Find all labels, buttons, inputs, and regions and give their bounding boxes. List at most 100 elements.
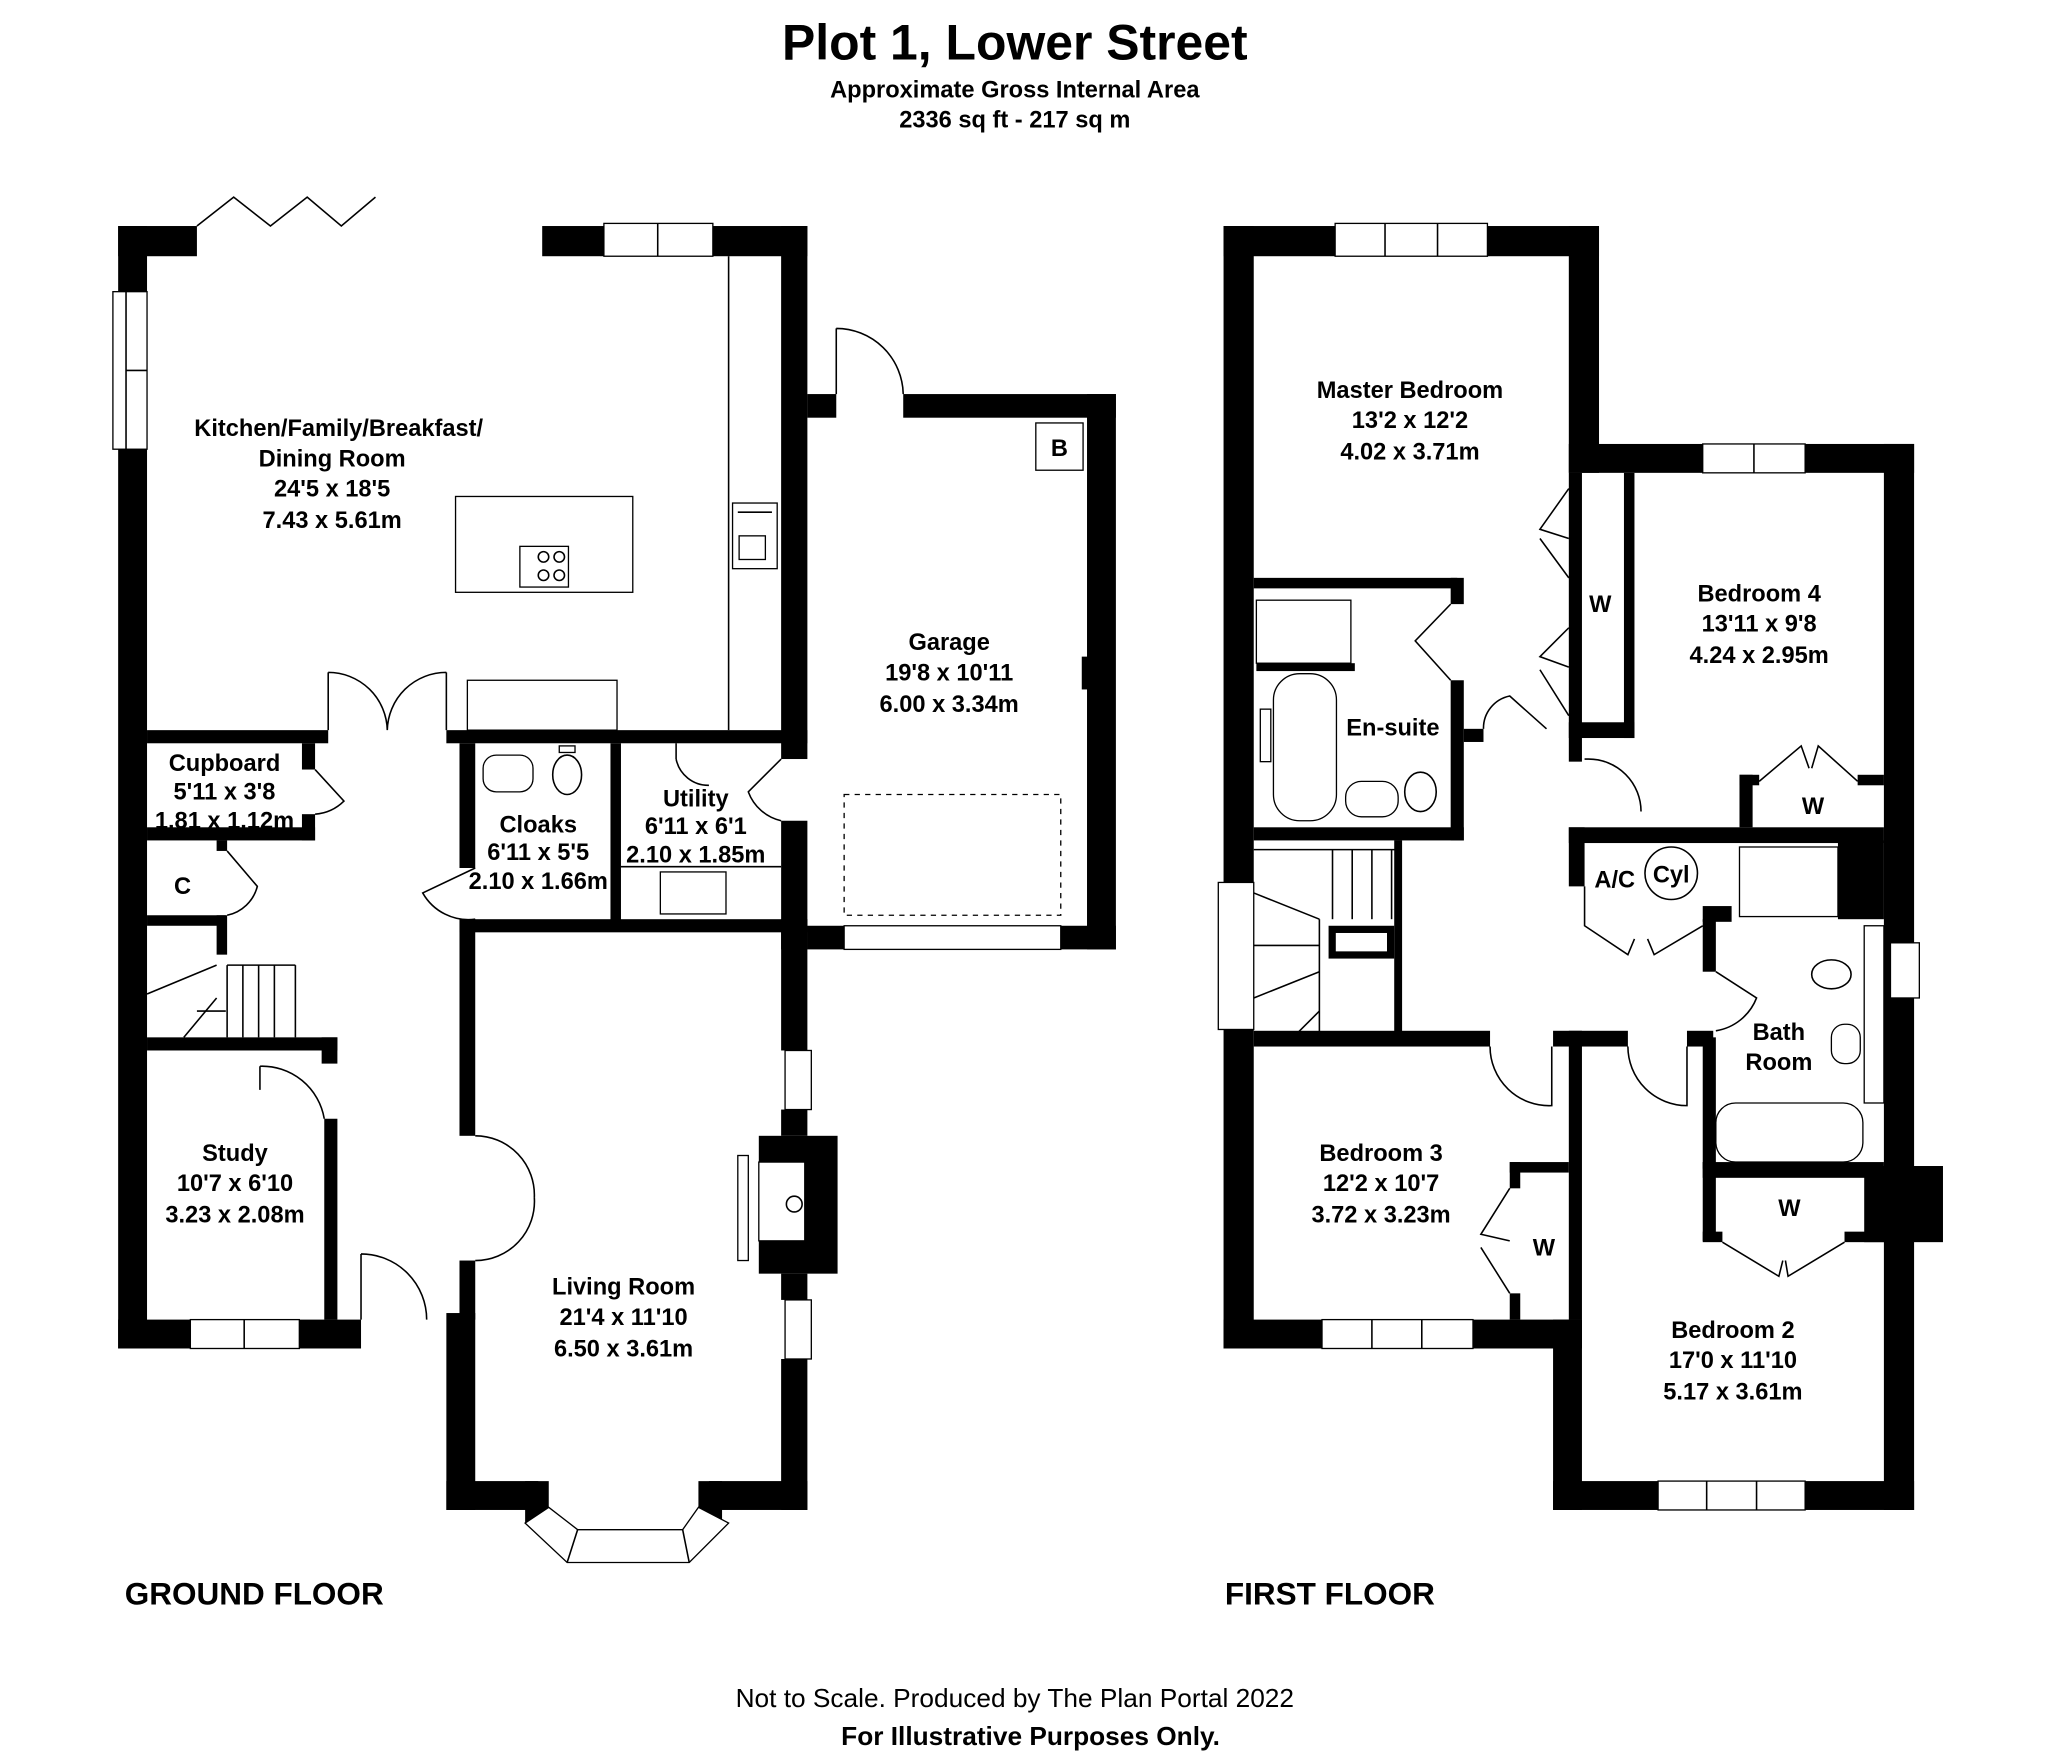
- ground-floor-label: GROUND FLOOR: [125, 1575, 384, 1611]
- bedroom2-door: [1627, 1046, 1688, 1107]
- bedroom4-imperial: 13'11 x 9'8: [1702, 612, 1817, 638]
- toilet: [1810, 959, 1852, 990]
- staircase: [146, 964, 297, 1038]
- kitchen-imperial: 24'5 x 18'5: [274, 476, 390, 502]
- garage-metric: 6.00 x 3.34m: [880, 692, 1019, 718]
- study-metric: 3.23 x 2.08m: [165, 1202, 304, 1228]
- bedroom2-metric: 5.17 x 3.61m: [1663, 1380, 1802, 1406]
- area-value: 2336 sq ft - 217 sq m: [899, 108, 1130, 134]
- living-metric: 6.50 x 3.61m: [554, 1336, 693, 1362]
- utility-sink: [659, 871, 727, 915]
- basin: [1830, 1023, 1861, 1065]
- window: [1657, 1480, 1806, 1511]
- first-floor-label: FIRST FLOOR: [1225, 1575, 1435, 1611]
- ensuite-door: [1414, 603, 1548, 730]
- bedroom4-door: [1584, 758, 1642, 812]
- living-imperial: 21'4 x 11'10: [559, 1305, 687, 1331]
- boiler: [1035, 422, 1084, 471]
- footer-disclaimer: For Illustrative Purposes Only.: [841, 1721, 1220, 1751]
- living-double-door: [475, 1135, 536, 1262]
- wardrobe-doors: [1722, 1241, 1845, 1278]
- bathroom-name-2: Room: [1745, 1050, 1812, 1076]
- bedroom3-imperial: 12'2 x 10'7: [1323, 1171, 1439, 1197]
- car-outline: [843, 793, 1062, 916]
- study-name: Study: [202, 1141, 268, 1167]
- utility-imperial: 6'11 x 6'1: [645, 814, 747, 840]
- airing-cupboard-doors: [1583, 886, 1704, 956]
- footer-note: Not to Scale. Produced by The Plan Porta…: [736, 1683, 1294, 1713]
- front-door: [360, 1253, 428, 1320]
- cylinder-icon: [1644, 846, 1699, 901]
- basin: [482, 754, 534, 793]
- bedroom4-name: Bedroom 4: [1697, 581, 1821, 607]
- wardrobe-label: W: [1802, 794, 1825, 820]
- kitchen-metric: 7.43 x 5.61m: [263, 508, 402, 534]
- door: [747, 758, 782, 822]
- garage-name: Garage: [908, 630, 989, 656]
- ground-floor-plan: B: [112, 196, 1116, 1611]
- cupboard-metric: 1.81 x 1.12m: [155, 809, 294, 835]
- bifold-door: [196, 196, 376, 228]
- toilet: [551, 754, 583, 796]
- bedroom4-metric: 4.24 x 2.95m: [1690, 643, 1829, 669]
- window: [784, 1299, 812, 1360]
- utility-metric: 2.10 x 1.85m: [626, 843, 765, 869]
- study-imperial: 10'7 x 6'10: [177, 1171, 293, 1197]
- cloaks-door: [421, 867, 476, 921]
- cloaks-imperial: 6'11 x 5'5: [487, 840, 589, 866]
- wardrobe-label: W: [1778, 1196, 1801, 1222]
- wardrobe-label: W: [1533, 1235, 1556, 1261]
- door: [314, 769, 346, 815]
- c-cupboard-label: C: [174, 874, 191, 900]
- bedroom3-metric: 3.72 x 3.23m: [1311, 1202, 1450, 1228]
- garage-door: [843, 925, 1062, 951]
- window: [1334, 222, 1489, 257]
- master-metric: 4.02 x 3.71m: [1340, 440, 1479, 466]
- shower-tray: [1255, 599, 1352, 664]
- garage-side-door: [835, 327, 905, 395]
- bedroom3-door: [1489, 1046, 1553, 1107]
- chimney: [1864, 1166, 1943, 1243]
- wardrobe-doors: [1538, 488, 1570, 717]
- bedroom2-name: Bedroom 2: [1671, 1318, 1794, 1344]
- bathroom-name: Bath: [1753, 1020, 1806, 1046]
- basin: [1344, 780, 1399, 818]
- boiler-label: B: [1051, 436, 1068, 462]
- kitchen-name-2: Dining Room: [259, 446, 406, 472]
- study-door: [259, 1065, 326, 1119]
- bedroom2-imperial: 17'0 x 11'10: [1669, 1348, 1797, 1374]
- ensuite-name: En-suite: [1346, 715, 1439, 741]
- first-floor-plan: W En-suite: [1217, 222, 1943, 1611]
- living-name: Living Room: [552, 1275, 695, 1301]
- master-imperial: 13'2 x 12'2: [1352, 408, 1468, 434]
- staircase: [1253, 840, 1403, 1038]
- wardrobe-doors: [1758, 744, 1859, 782]
- utility-name: Utility: [663, 786, 729, 812]
- double-door: [327, 671, 448, 731]
- master-name: Master Bedroom: [1317, 378, 1503, 404]
- cupboard-imperial: 5'11 x 3'8: [174, 780, 276, 806]
- fireplace-hearth: [737, 1154, 749, 1262]
- shower-tray: [1738, 846, 1839, 918]
- bathroom-door: [1715, 971, 1758, 1032]
- bedroom3-name: Bedroom 3: [1319, 1141, 1442, 1167]
- door: [675, 743, 709, 787]
- cylinder-label: Cyl: [1653, 862, 1690, 888]
- toilet: [1403, 771, 1438, 813]
- wardrobe-label: W: [1589, 592, 1612, 618]
- window: [1321, 1318, 1474, 1350]
- window: [1889, 942, 1920, 999]
- cloaks-name: Cloaks: [500, 813, 577, 839]
- airing-cupboard-label: A/C: [1594, 868, 1635, 894]
- bath: [1272, 673, 1338, 822]
- bay-window: [524, 1506, 730, 1564]
- kitchen-name: Kitchen/Family/Breakfast/: [194, 416, 483, 442]
- door: [226, 850, 259, 917]
- garage-imperial: 19'8 x 10'11: [885, 660, 1013, 686]
- wardrobe-doors: [1479, 1187, 1511, 1294]
- bath: [1715, 1102, 1864, 1163]
- cupboard-name: Cupboard: [169, 751, 281, 777]
- plan-title: Plot 1, Lower Street: [782, 14, 1248, 70]
- area-heading: Approximate Gross Internal Area: [830, 77, 1200, 103]
